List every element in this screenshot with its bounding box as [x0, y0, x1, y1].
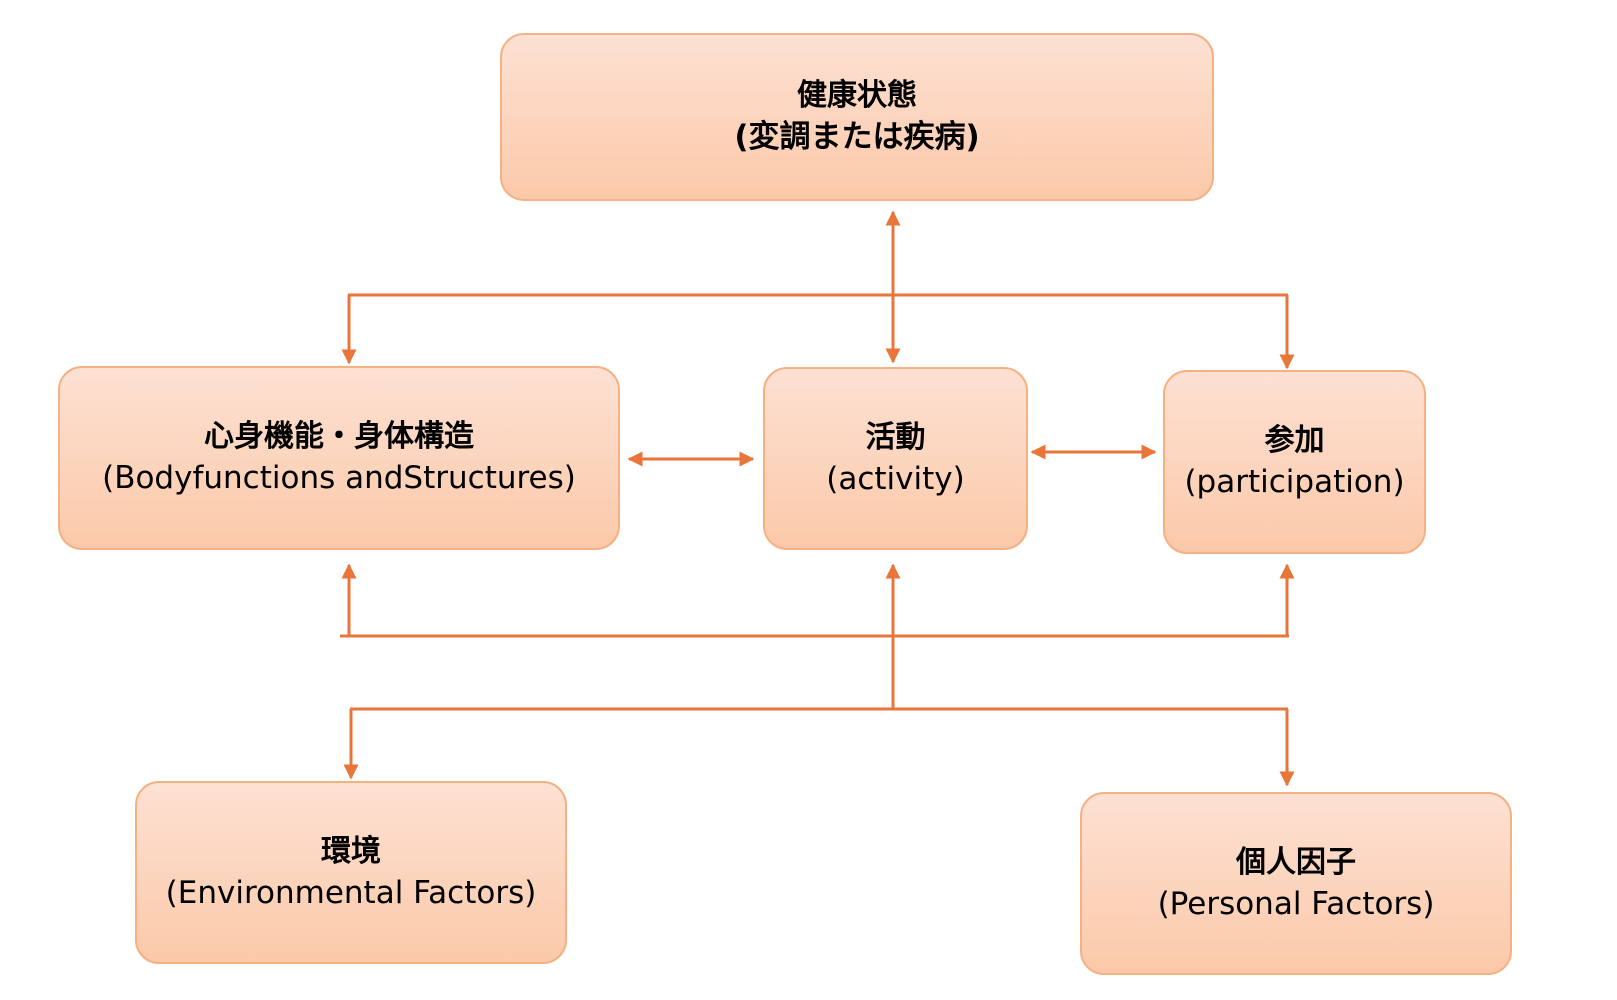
environmental-factors-title: 環境: [321, 833, 381, 869]
environmental-factors-subtitle: (Environmental Factors): [165, 874, 537, 911]
body-functions-title: 心身機能・身体構造: [204, 419, 474, 454]
body-functions-subtitle: (Bodyfunctions andStructures): [102, 460, 576, 496]
personal-factors-subtitle: (Personal Factors): [1157, 885, 1435, 922]
health-condition-title: 健康状態: [797, 78, 917, 113]
body-functions-box: 心身機能・身体構造 (Bodyfunctions andStructures): [58, 366, 620, 550]
health-condition-subtitle: (変調または疾病): [734, 119, 980, 155]
activity-title: 活動: [865, 419, 926, 455]
personal-factors-title: 個人因子: [1236, 844, 1356, 880]
activity-subtitle: (activity): [826, 460, 965, 497]
activity-box: 活動 (activity): [763, 367, 1028, 550]
participation-subtitle: (participation): [1184, 464, 1405, 500]
environmental-factors-box: 環境 (Environmental Factors): [135, 781, 567, 964]
participation-box: 参加 (participation): [1163, 370, 1426, 554]
health-condition-box: 健康状態 (変調または疾病): [500, 33, 1214, 201]
participation-title: 参加: [1264, 423, 1325, 458]
personal-factors-box: 個人因子 (Personal Factors): [1080, 792, 1512, 975]
